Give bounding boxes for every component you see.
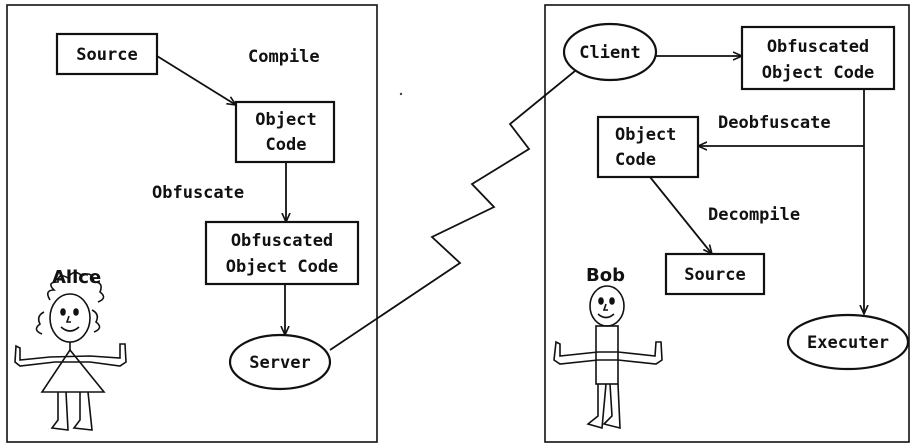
source-box[interactable]	[55, 32, 159, 76]
server-label: Server	[249, 353, 310, 373]
obfuscated-label-line2: Object Code	[226, 257, 339, 277]
source-label: Source	[76, 45, 137, 65]
right-object-code-line2: Code	[615, 150, 656, 170]
right-source-label: Source	[684, 265, 745, 285]
client-label: Client	[579, 43, 640, 63]
right-obfuscated-label-line1: Obfuscated	[767, 37, 869, 57]
right-obfuscated-box[interactable]	[740, 25, 896, 91]
right-panel-frame	[544, 4, 910, 443]
bob-figure	[553, 285, 663, 430]
executer-label: Executer	[807, 333, 889, 353]
left-panel-frame	[6, 4, 378, 443]
right-object-code-line1: Object	[615, 125, 676, 145]
object-code-label-line1: Object	[255, 110, 316, 130]
client-node[interactable]	[562, 22, 658, 82]
decompile-label: Decompile	[708, 205, 800, 225]
alice-figure	[14, 271, 127, 431]
bob-label: Bob	[586, 265, 625, 286]
stray-dot	[399, 92, 403, 96]
object-code-box[interactable]	[234, 100, 336, 164]
server-node[interactable]	[228, 333, 332, 391]
compile-label: Compile	[248, 47, 320, 67]
alice-label: Alice	[52, 267, 101, 288]
obfuscated-label-line1: Obfuscated	[231, 231, 333, 251]
arrow-decompile	[649, 176, 712, 254]
arrow-source-to-object	[156, 55, 236, 105]
deobfuscate-label: Deobfuscate	[718, 113, 831, 133]
object-code-label-line2: Code	[266, 135, 307, 155]
network-link	[329, 62, 586, 351]
right-obfuscated-label-line2: Object Code	[762, 63, 875, 83]
obfuscate-label: Obfuscate	[152, 183, 244, 203]
right-source-box[interactable]	[664, 252, 766, 296]
executer-node[interactable]	[786, 313, 910, 371]
